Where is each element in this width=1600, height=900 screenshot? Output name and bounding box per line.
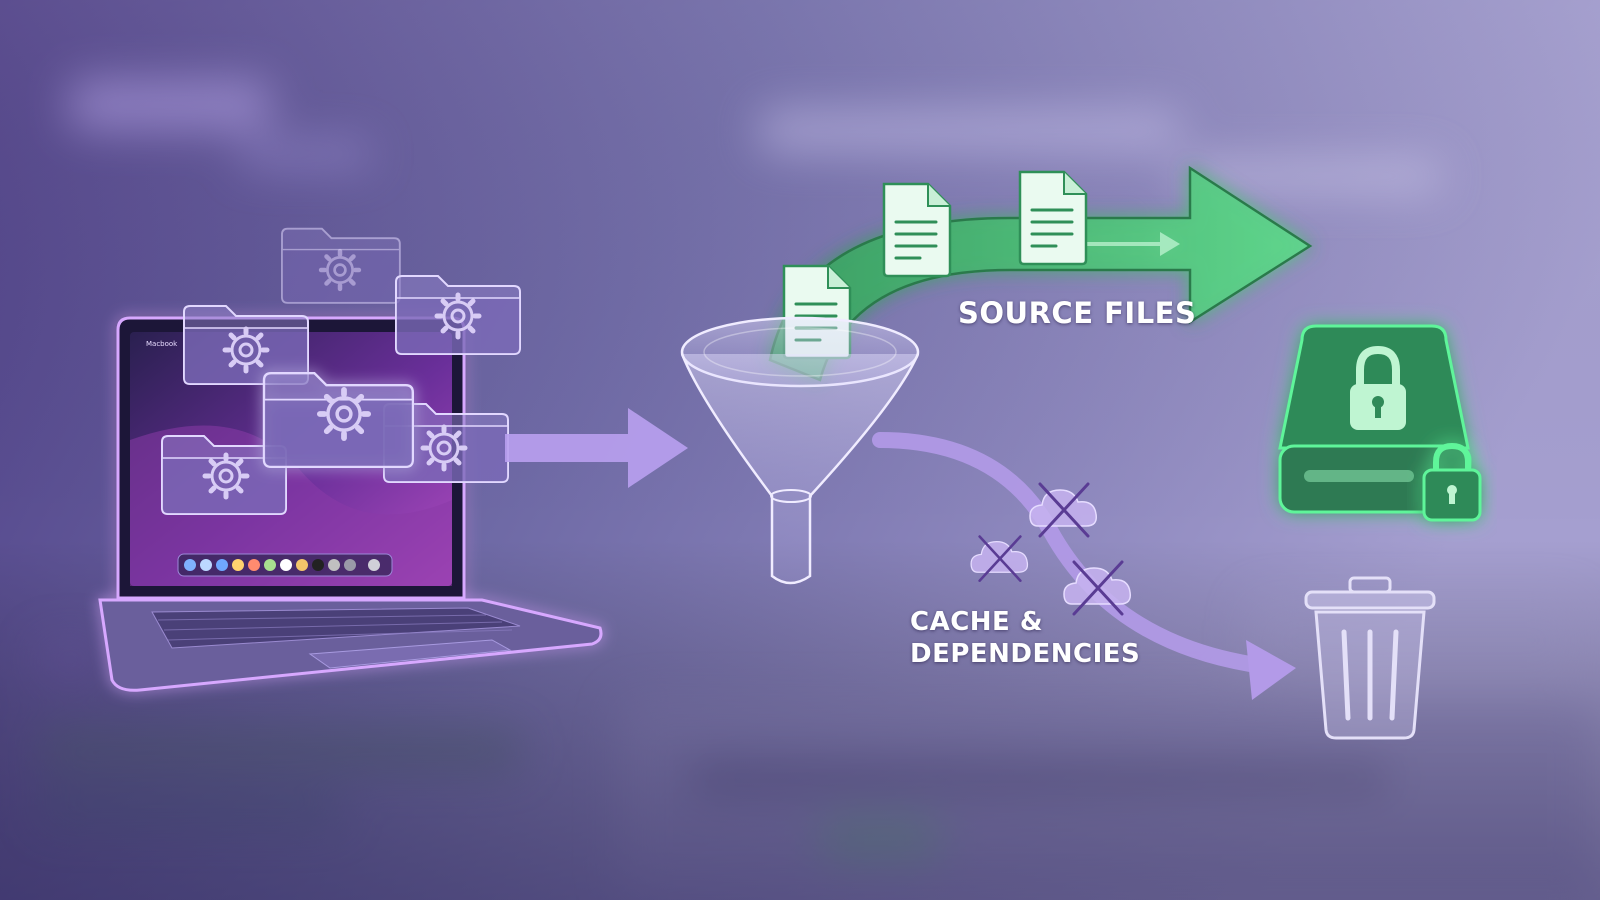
cache-dependencies-label: CACHE & DEPENDENCIES — [910, 606, 1140, 670]
source-files-label: SOURCE FILES — [958, 296, 1197, 330]
trash-icon — [1304, 576, 1436, 740]
laptop-menu-text: Macbook — [146, 340, 178, 348]
cache-label-line2: DEPENDENCIES — [910, 639, 1141, 669]
cache-label-line1: CACHE & — [910, 607, 1044, 637]
cache-arrow — [872, 432, 1296, 700]
arrow-to-funnel — [505, 408, 688, 488]
dock-icons — [184, 559, 380, 571]
funnel-icon — [680, 316, 920, 585]
locked-drive-icon — [1278, 324, 1482, 522]
